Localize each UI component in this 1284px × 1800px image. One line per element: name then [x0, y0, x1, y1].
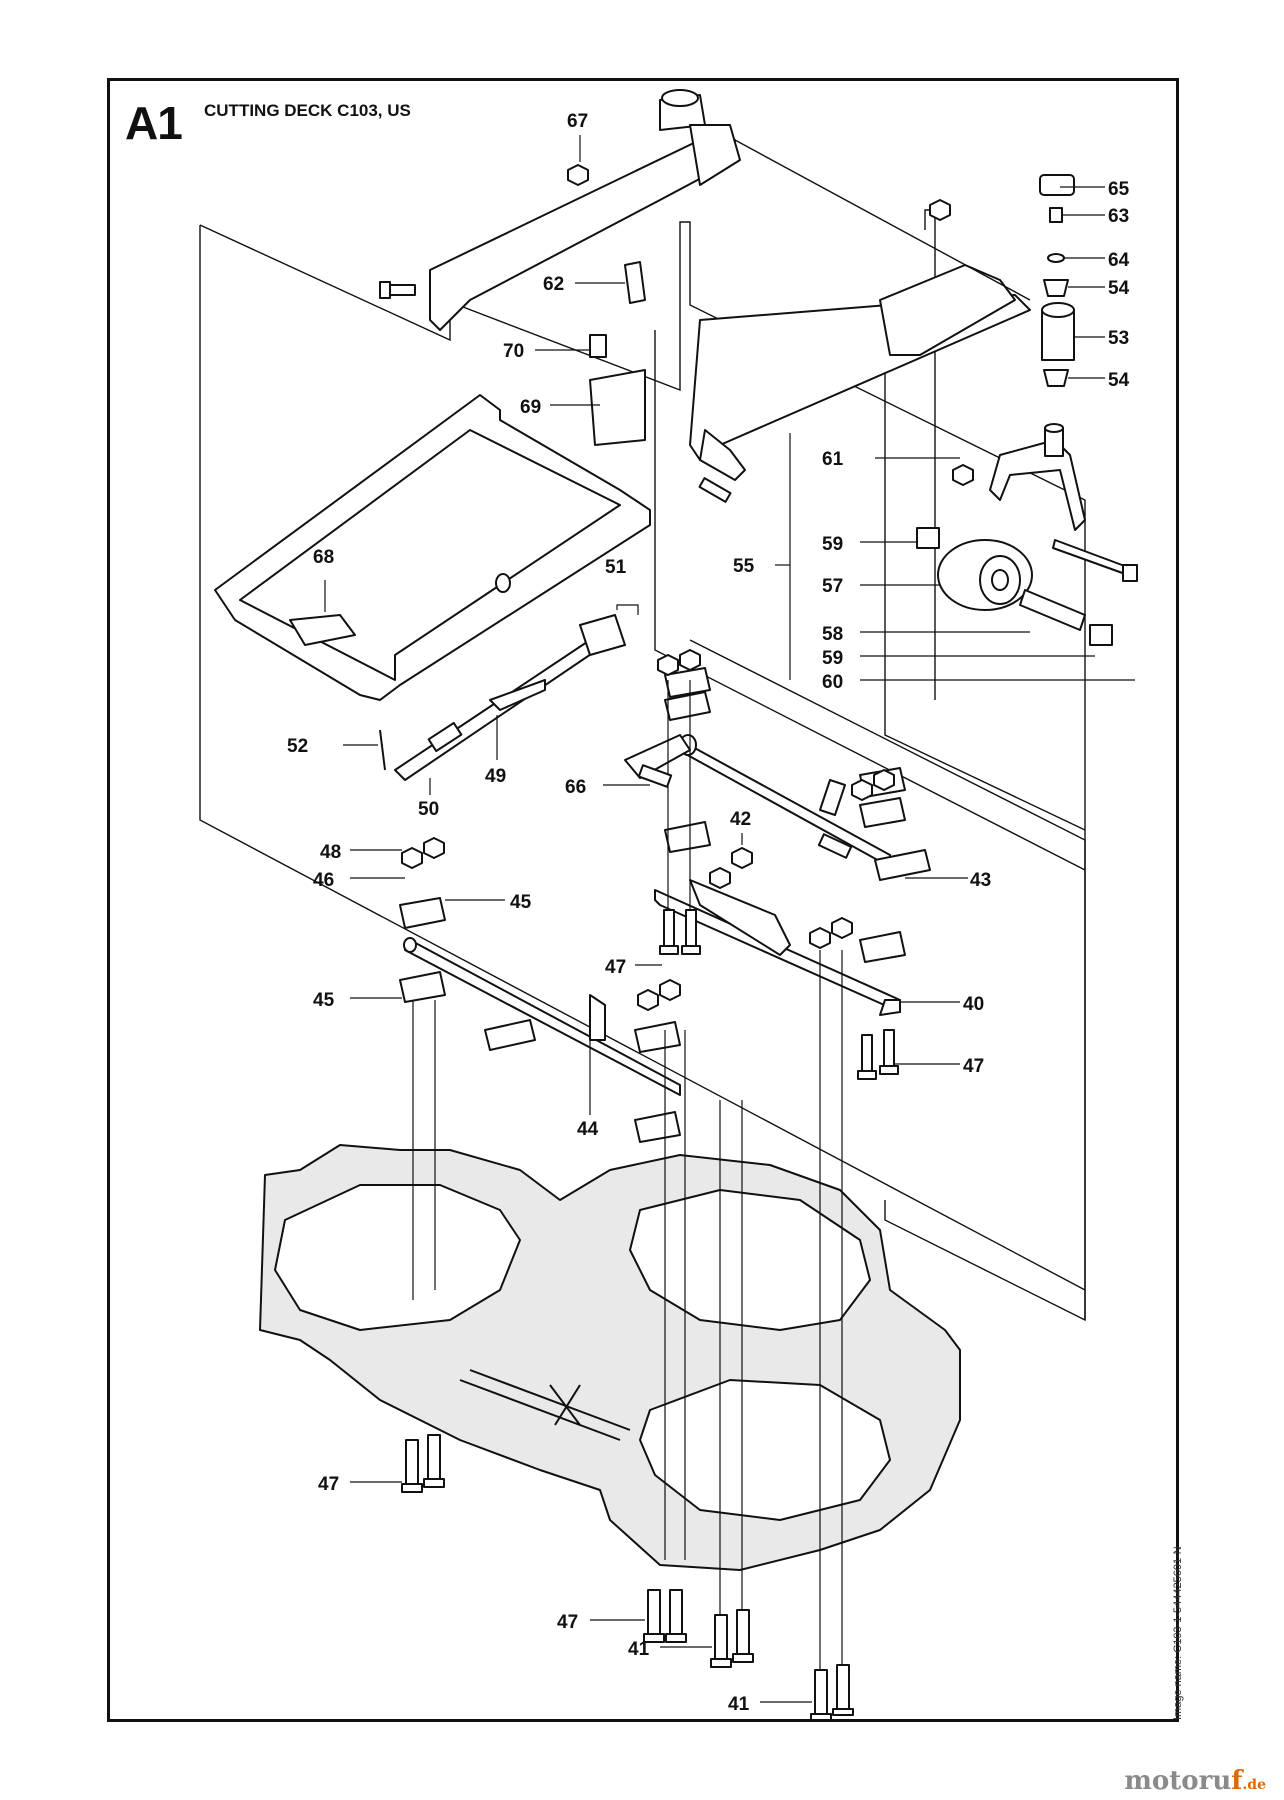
caster-parts-stack — [1039, 174, 1075, 387]
callout-47-bottom: 47 — [557, 1612, 578, 1633]
upper-lift-arm-left — [429, 89, 741, 331]
callout-57: 57 — [822, 576, 843, 597]
callout-62: 62 — [543, 274, 564, 295]
lift-link-rod — [379, 614, 626, 781]
callout-50: 50 — [418, 799, 439, 820]
callout-41-lower: 41 — [728, 1694, 750, 1715]
callout-61: 61 — [822, 449, 844, 470]
callout-60: 60 — [822, 672, 843, 693]
callout-54-lower: 54 — [1108, 370, 1130, 391]
bolts — [379, 281, 899, 1721]
callout-68: 68 — [313, 547, 334, 568]
callout-59-upper: 59 — [822, 534, 843, 555]
wheel-bracket-assembly — [916, 423, 1138, 646]
callout-47-right: 47 — [963, 1056, 984, 1077]
callout-labels: 67 65 63 64 54 53 54 62 70 69 61 59 55 5… — [287, 111, 1130, 1715]
callout-51: 51 — [605, 557, 627, 578]
leader-lines — [324, 135, 1135, 1703]
callout-46: 46 — [313, 870, 334, 891]
diagram-frame — [107, 78, 1179, 1722]
callout-67: 67 — [567, 111, 588, 132]
callout-40: 40 — [963, 994, 984, 1015]
callout-63: 63 — [1108, 206, 1129, 227]
callout-48: 48 — [320, 842, 341, 863]
callout-54-upper: 54 — [1108, 278, 1130, 299]
callout-45-lower: 45 — [313, 990, 335, 1011]
callout-53: 53 — [1108, 328, 1129, 349]
upper-lift-arm-right — [689, 139, 1031, 481]
diagram-title: CUTTING DECK C103, US — [204, 101, 411, 120]
callout-43: 43 — [970, 870, 991, 891]
callout-47-center: 47 — [605, 957, 626, 978]
nuts — [401, 164, 951, 1011]
callout-55: 55 — [733, 556, 755, 577]
callout-44: 44 — [577, 1119, 599, 1140]
callout-45-upper: 45 — [510, 892, 532, 913]
callout-47-left: 47 — [318, 1474, 339, 1495]
callout-65: 65 — [1108, 179, 1130, 200]
front-brace — [654, 879, 901, 1016]
callout-64: 64 — [1108, 250, 1130, 271]
front-axle — [399, 897, 681, 1143]
callout-52: 52 — [287, 736, 308, 757]
callout-66: 66 — [565, 777, 586, 798]
brand-logo: motoruf.de — [1124, 1766, 1266, 1796]
callout-58: 58 — [822, 624, 843, 645]
callout-70: 70 — [503, 341, 524, 362]
bolt-alignment-lines — [412, 680, 843, 1690]
callout-42: 42 — [730, 809, 751, 830]
callout-49: 49 — [485, 766, 506, 787]
cutting-deck — [259, 1144, 961, 1571]
callout-69: 69 — [520, 397, 541, 418]
section-id: A1 — [125, 97, 183, 149]
callout-41-upper: 41 — [628, 1639, 650, 1660]
callout-59-lower: 59 — [822, 648, 843, 669]
cradle-frame — [214, 261, 651, 701]
